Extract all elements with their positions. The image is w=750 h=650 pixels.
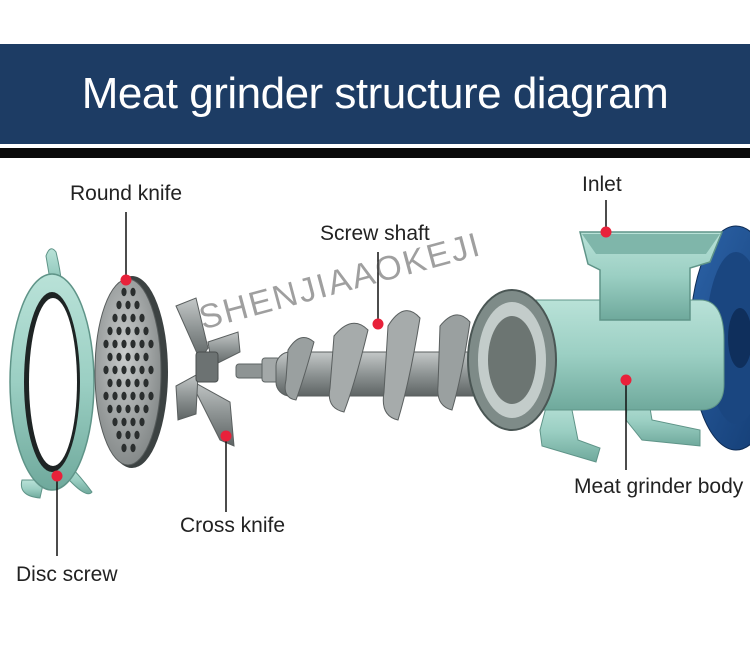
plate-hole [134, 430, 140, 440]
plate-hole [139, 417, 145, 427]
plate-hole [134, 352, 140, 362]
plate-hole [125, 300, 131, 310]
plate-hole [121, 365, 127, 375]
plate-hole [139, 313, 145, 323]
round-knife-part [94, 276, 168, 468]
plate-hole [112, 339, 118, 349]
cross-knife-part [175, 297, 241, 447]
plate-hole [112, 313, 118, 323]
plate-hole [125, 326, 131, 336]
plate-hole [103, 339, 109, 349]
plate-hole [107, 378, 113, 388]
plate-hole [121, 391, 127, 401]
leader-disc-screw [51, 470, 63, 556]
plate-hole [148, 365, 154, 375]
leader-screw-shaft [372, 252, 384, 330]
plate-hole [121, 443, 127, 453]
disc-screw-part [9, 248, 95, 499]
top-strip [0, 0, 750, 44]
plate-hole [116, 430, 122, 440]
plate-hole [121, 287, 127, 297]
plate-hole [112, 391, 118, 401]
plate-hole [139, 365, 145, 375]
banner-divider [0, 148, 750, 158]
plate-hole [125, 430, 131, 440]
leader-round-knife [120, 212, 132, 286]
plate-hole [134, 326, 140, 336]
plate-hole [143, 352, 149, 362]
plate-hole [130, 365, 136, 375]
plate-hole [121, 417, 127, 427]
plate-hole [112, 417, 118, 427]
leader-body [620, 374, 632, 470]
label-inlet: Inlet [582, 173, 622, 196]
plate-hole [130, 417, 136, 427]
plate-hole [112, 365, 118, 375]
plate-hole [130, 287, 136, 297]
plate-hole [107, 326, 113, 336]
plate-hole [139, 391, 145, 401]
plate-hole [116, 378, 122, 388]
plate-hole [130, 443, 136, 453]
plate-hole [130, 339, 136, 349]
plate-hole [143, 404, 149, 414]
plate-hole [148, 391, 154, 401]
plate-hole [103, 365, 109, 375]
plate-hole [134, 404, 140, 414]
grinder-body-part [467, 225, 750, 463]
plate-hole [125, 404, 131, 414]
plate-hole [107, 352, 113, 362]
plate-hole [121, 339, 127, 349]
plate-holes [103, 287, 154, 453]
plate-hole [134, 300, 140, 310]
leader-cross-knife [220, 430, 232, 512]
plate-hole [148, 339, 154, 349]
plate-hole [107, 404, 113, 414]
leader-inlet [600, 200, 612, 238]
plate-hole [116, 404, 122, 414]
plate-hole [125, 378, 131, 388]
plate-hole [121, 313, 127, 323]
plate-hole [134, 378, 140, 388]
plate-hole [116, 326, 122, 336]
title-banner [0, 44, 750, 144]
plate-hole [125, 352, 131, 362]
label-cross-knife: Cross knife [180, 514, 286, 537]
label-screw-shaft: Screw shaft [320, 222, 430, 245]
plate-hole [143, 378, 149, 388]
label-grinder-body: Meat grinder body [574, 475, 744, 498]
label-disc-screw: Disc screw [16, 563, 118, 586]
page-title: Meat grinder structure diagram [81, 69, 669, 118]
plate-hole [130, 313, 136, 323]
plate-hole [103, 391, 109, 401]
plate-hole [116, 300, 122, 310]
plate-hole [143, 326, 149, 336]
plate-hole [130, 391, 136, 401]
plate-hole [116, 352, 122, 362]
label-round-knife: Round knife [70, 182, 183, 205]
plate-hole [139, 339, 145, 349]
